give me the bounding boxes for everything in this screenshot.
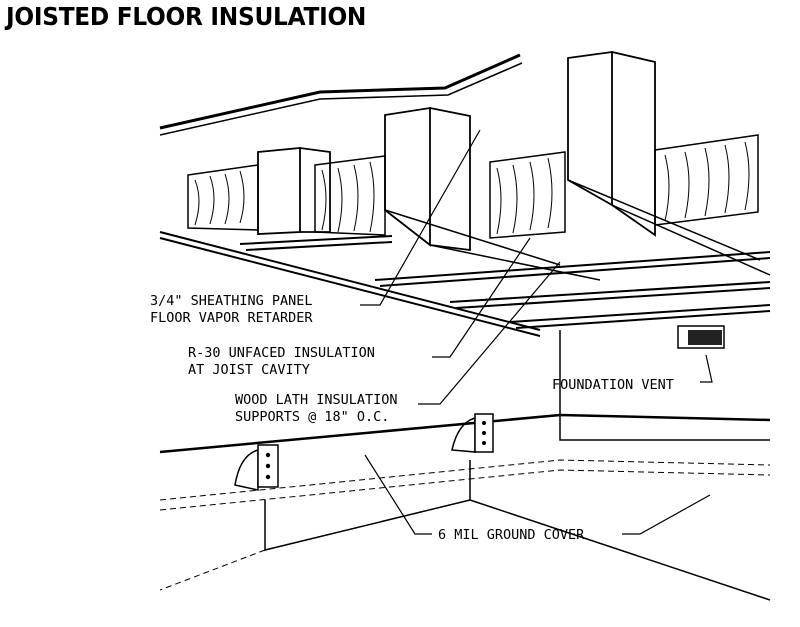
subfloor-edge [159,53,523,136]
lath-label-line2: SUPPORTS @ 18" O.C. [235,409,389,425]
wood-lath-strips [159,231,771,337]
anchor-bracket [451,413,494,453]
ground-cover-label: 6 MIL GROUND COVER [438,527,585,543]
insulation-batts [187,134,759,239]
insulation-label-line2: AT JOIST CAVITY [188,362,310,378]
lath-label-line1: WOOD LATH INSULATION [235,392,398,408]
anchor-bracket [234,444,279,491]
crawlspace-walls [159,330,771,601]
sheathing-label-line1: 3/4" SHEATHING PANEL [150,293,313,309]
leader-lines [360,129,713,535]
floor-joists [257,50,771,281]
sheathing-label-line2: FLOOR VAPOR RETARDER [150,310,313,326]
foundation-vent-label: FOUNDATION VENT [552,377,674,393]
foundation-vent [677,325,725,349]
diagram-title: JOISTED FLOOR INSULATION [6,2,367,31]
insulation-label-line1: R-30 UNFACED INSULATION [188,345,375,361]
